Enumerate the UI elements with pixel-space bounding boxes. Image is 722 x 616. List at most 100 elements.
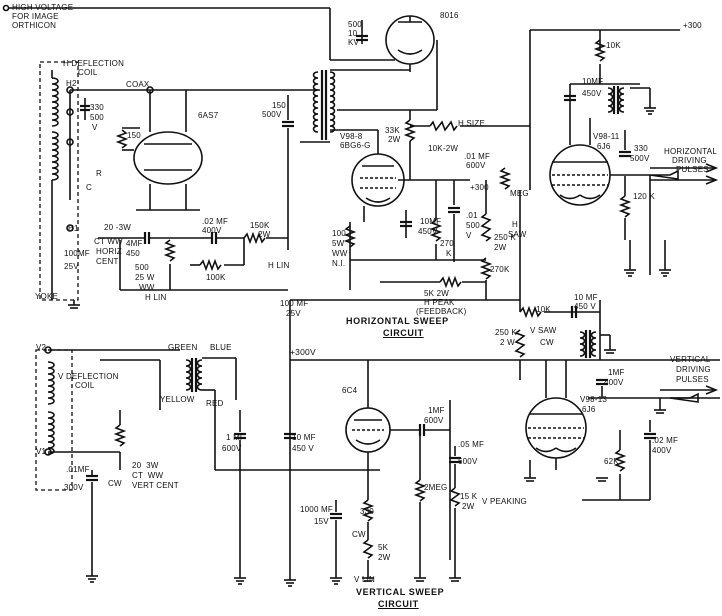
c05mf-label-1: .05 MF bbox=[458, 440, 485, 449]
r250k2w-label-1: 250 K bbox=[495, 328, 517, 337]
c330v-label-2: 500V bbox=[630, 154, 650, 163]
v98-8-label-1: V98-8 bbox=[340, 132, 363, 141]
c330-label-1: 330 bbox=[90, 103, 104, 112]
cw-vc-label: CW bbox=[108, 479, 122, 488]
c10mf2-label-1: 10MF bbox=[420, 217, 442, 226]
r100-label-2: 5W bbox=[332, 239, 345, 248]
r5k-label-2: H PEAK bbox=[424, 298, 455, 307]
c330-label-2: 500 bbox=[90, 113, 104, 122]
horizontal-sweep-title: HORIZONTAL SWEEP bbox=[346, 316, 449, 326]
c1mf-left-label-1: 1 MF bbox=[226, 433, 246, 442]
c100mf-label-2: 25V bbox=[64, 262, 79, 271]
c100mf25-label-1: 100 MF bbox=[280, 299, 309, 308]
r250k-label-2: 2W bbox=[494, 243, 507, 252]
c10mf-v-label-1: 10 MF bbox=[292, 433, 316, 442]
c10mf450-label-1: 10 MF bbox=[574, 293, 598, 302]
v-deflection-coil-label-2: COIL bbox=[75, 381, 95, 390]
plus300-v-label: +300V bbox=[290, 347, 316, 357]
c150-label-2: 500V bbox=[262, 110, 282, 119]
r33k-label-1: 33K bbox=[385, 126, 400, 135]
r330-label: 330 bbox=[360, 507, 374, 516]
r270k-label: 270K bbox=[490, 265, 510, 274]
vertical-sweep-subtitle: CIRCUIT bbox=[378, 599, 419, 609]
c500-label-2: 10 bbox=[348, 29, 358, 38]
c01mf300-label-2: 300V bbox=[64, 483, 84, 492]
c150-label-1: 150 bbox=[272, 101, 286, 110]
c10mf2-label-2: 450V bbox=[418, 227, 438, 236]
h-deflection-coil bbox=[39, 61, 150, 301]
c100mf-label-1: 100MF bbox=[64, 249, 90, 258]
vsaw-label: V SAW bbox=[530, 326, 557, 335]
r5k-label-3: (FEEDBACK) bbox=[416, 307, 467, 316]
pulse-arrows bbox=[650, 163, 719, 395]
h-deflection-coil-label: H DEFLECTION bbox=[63, 59, 125, 68]
c4mf-label-2: 450 bbox=[126, 249, 140, 258]
c1mf-coupling-label-2: 600V bbox=[424, 416, 444, 425]
r100-label-3: WW bbox=[332, 249, 348, 258]
c02mf400-label-2: 400V bbox=[652, 446, 672, 455]
r150-label: 150 bbox=[127, 131, 141, 140]
v-deflection-coil-label-1: V DEFLECTION bbox=[58, 372, 119, 381]
hdp-label-3: PULSES bbox=[676, 165, 709, 174]
c1mf-coupling-label-1: 1MF bbox=[428, 406, 445, 415]
v98-11-label-1: V98-11 bbox=[593, 132, 620, 141]
c10mf-label-1: 10MF bbox=[582, 77, 604, 86]
r150k-label-2: 2W bbox=[258, 230, 271, 239]
c-label: C bbox=[86, 183, 92, 192]
cw-vsaw-label: CW bbox=[540, 338, 554, 347]
ct-ww-label: CT WW bbox=[94, 237, 123, 246]
v98-11-label-2: 6J6 bbox=[597, 142, 611, 151]
vdp-label-1: VERTICAL bbox=[670, 355, 711, 364]
r2meg-label: 2MEG bbox=[424, 483, 448, 492]
hv-label-top: HIGH VOLTAGE bbox=[12, 3, 74, 12]
r15k-label-2: 2W bbox=[462, 502, 475, 511]
c1mf400-label-1: 1MF bbox=[608, 368, 625, 377]
c4mf-label-1: 4MF bbox=[126, 239, 143, 248]
coax-label: COAX bbox=[126, 80, 150, 89]
hlin-right-label: H LIN bbox=[268, 261, 290, 270]
tube-v98-11 bbox=[530, 29, 680, 275]
c02mf-label-2: 400V bbox=[202, 226, 222, 235]
r270k-label-a: 270 bbox=[440, 239, 454, 248]
r20-3w-label: 20 -3W bbox=[104, 223, 131, 232]
vpeaking-label: V PEAKING bbox=[482, 497, 527, 506]
c02mf-label-1: .02 MF bbox=[202, 217, 229, 226]
r250k-label-1: 250 K bbox=[494, 233, 516, 242]
hv-section bbox=[2, 4, 438, 111]
tube-6c4 bbox=[330, 360, 461, 585]
v-deflection-coil bbox=[35, 346, 180, 583]
hdp-label-2: DRIVING bbox=[672, 156, 707, 165]
c01mf-label-2: 600V bbox=[466, 161, 486, 170]
r5k-label-1: 5K 2W bbox=[424, 289, 450, 298]
hv-label-bot: ORTHICON bbox=[12, 21, 57, 30]
r33k-label-2: 2W bbox=[388, 135, 401, 144]
horiz-label: HORIZ bbox=[96, 247, 122, 256]
v-label: V bbox=[466, 231, 472, 240]
c1mf-left-label-2: 600V bbox=[222, 444, 242, 453]
tube-6as7-label: 6AS7 bbox=[198, 111, 219, 120]
c1000mf-label-2: 15V bbox=[314, 517, 329, 526]
meg-label: MEG bbox=[510, 189, 529, 198]
vert-cent-label: VERT CENT bbox=[132, 481, 179, 490]
cw-vlin-label: CW bbox=[352, 530, 366, 539]
r150k-label-1: 150K bbox=[250, 221, 270, 230]
c10mf-v-label-2: 450 V bbox=[292, 444, 314, 453]
v1-label: V1 bbox=[36, 447, 47, 456]
r10k-v-label: 10K bbox=[536, 305, 551, 314]
vdp-label-2: DRIVING bbox=[676, 365, 711, 374]
h2-label: H2 bbox=[66, 79, 77, 88]
vlin-label: V LIN bbox=[354, 575, 376, 584]
r15k-label-1: 15 K bbox=[460, 492, 478, 501]
tube-6c4-label: 6C4 bbox=[342, 386, 358, 395]
v98-13-label-1: V98-13 bbox=[580, 395, 607, 404]
c02mf400-label-1: .02 MF bbox=[652, 436, 679, 445]
yellow-label: YELLOW bbox=[160, 395, 195, 404]
hv-label-mid: FOR IMAGE bbox=[12, 12, 59, 21]
r500-label-1: 500 bbox=[135, 263, 149, 272]
c01mf-label-1: .01 MF bbox=[464, 152, 491, 161]
r10k2w-label: 10K-2W bbox=[428, 144, 459, 153]
c05mf-label-2: 600V bbox=[458, 457, 478, 466]
c01-500-label-2: 500 bbox=[466, 221, 480, 230]
r-label: R bbox=[96, 169, 102, 178]
